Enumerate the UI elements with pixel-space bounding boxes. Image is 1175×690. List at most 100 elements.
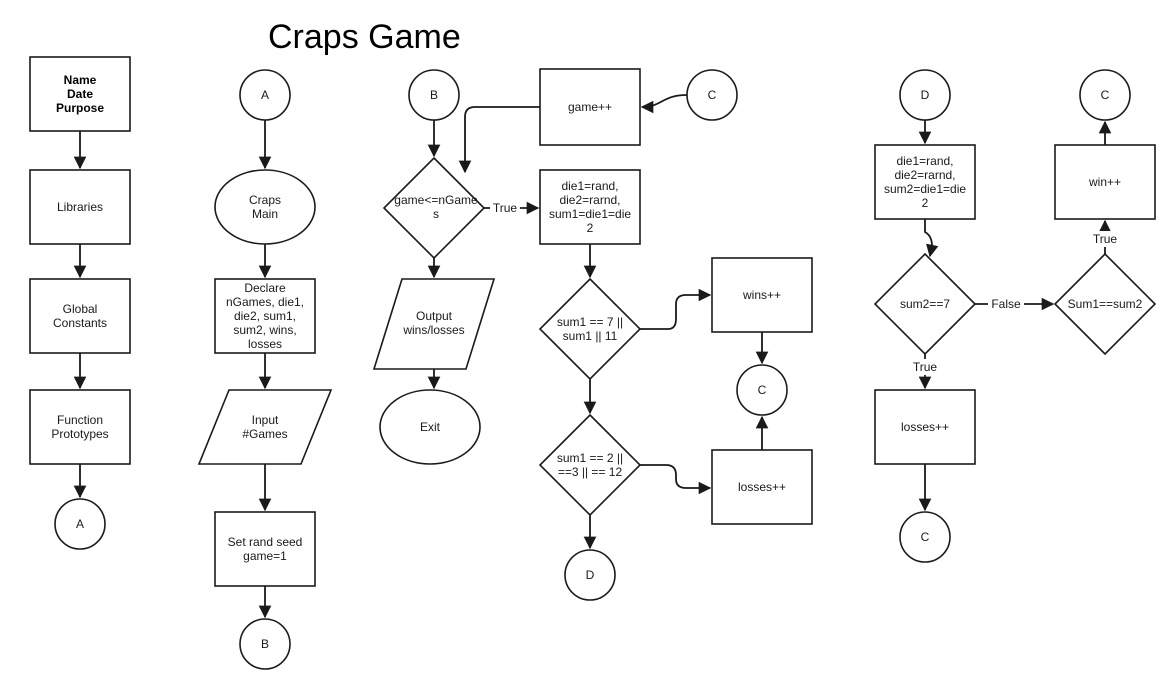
edge-c-to-game-inc [640, 94, 688, 114]
label-line: wins++ [742, 288, 781, 302]
label-line: Sum1==sum2 [1068, 297, 1143, 311]
label-line: die2=rarnd, [894, 168, 955, 182]
label-line: Function [57, 413, 103, 427]
label-line: sum2, wins, [233, 323, 296, 337]
label-line: wins/losses [402, 323, 464, 337]
node-input-games-label: Input#Games [242, 413, 287, 441]
label-line: Input [252, 413, 279, 427]
connector-c-top: C [686, 69, 738, 121]
edge-game-inc-to-loop-check [458, 106, 540, 174]
node-libraries: Libraries [29, 169, 131, 245]
node-win-inc-label: win++ [1088, 175, 1121, 189]
label-line: die1=rand, [561, 179, 618, 193]
label-line: Global [63, 302, 98, 316]
node-losses-inc2-label: losses++ [901, 420, 949, 434]
node-game-inc: game++ [539, 68, 641, 146]
label-line: C [921, 530, 930, 544]
connector-c-bottom-label: C [921, 530, 930, 544]
node-check-lose-label: sum1 == 2 ||==3 || == 12 [557, 451, 623, 479]
label-line: game<=nGame [394, 193, 478, 207]
edge-check-lose-to-losses [640, 464, 712, 495]
node-losses-inc2: losses++ [874, 389, 976, 465]
edge-label-false-sum2: False [991, 297, 1021, 311]
label-line: B [261, 637, 269, 651]
label-line: nGames, die1, [226, 295, 304, 309]
label-line: B [430, 88, 438, 102]
label-line: sum1 == 7 || [557, 315, 623, 329]
label-line: 2 [587, 221, 594, 235]
connector-c-right: C [1079, 69, 1131, 121]
label-line: Purpose [56, 101, 104, 115]
connector-c-mid: C [736, 364, 788, 416]
label-line: losses++ [901, 420, 949, 434]
label-line: C [758, 383, 767, 397]
label-line: game++ [568, 100, 612, 114]
connector-c-mid-label: C [758, 383, 767, 397]
label-line: Date [67, 87, 93, 101]
node-exit-label: Exit [420, 420, 441, 434]
label-line: sum1=die1=die [549, 207, 631, 221]
connector-b-col3: B [408, 69, 460, 121]
label-line: sum1 == 2 || [557, 451, 623, 465]
label-line: Output [416, 309, 453, 323]
label-line: Craps [249, 193, 281, 207]
label-line: Set rand seed [228, 535, 303, 549]
label-line: ==3 || == 12 [558, 465, 623, 479]
connector-a-col1: A [54, 498, 106, 550]
connector-d-col6: D [899, 69, 951, 121]
label-line: Declare [244, 281, 286, 295]
node-check-win-label: sum1 == 7 ||sum1 || 11 [557, 315, 623, 343]
edge-label-true-loop: True [493, 201, 518, 215]
label-line: losses [248, 337, 282, 351]
edge-check-win-to-wins [640, 288, 712, 330]
diagram-title: Craps Game [268, 18, 461, 56]
connector-c-bottom: C [899, 511, 951, 563]
label-line: die1=rand, [896, 154, 953, 168]
label-line: 2 [922, 196, 929, 210]
node-win-inc: win++ [1054, 144, 1156, 220]
node-losses-inc-label: losses++ [738, 480, 786, 494]
connector-b-col2-label: B [261, 637, 269, 651]
label-line: die2=rarnd, [559, 193, 620, 207]
node-sum2-eq7: sum2==7 [873, 252, 977, 356]
connector-b-col2: B [239, 618, 291, 670]
connector-a-col1-label: A [76, 517, 84, 531]
label-line: Libraries [57, 200, 103, 214]
node-check-lose: sum1 == 2 ||==3 || == 12 [538, 413, 642, 517]
label-line: sum2=die1=die [884, 182, 966, 196]
node-wins-inc-label: wins++ [742, 288, 781, 302]
edge-roll2-to-sum2 [924, 219, 939, 258]
connector-c-top-label: C [708, 88, 717, 102]
label-line: Main [252, 207, 278, 221]
label-line: C [1101, 88, 1110, 102]
connector-b-col3-label: B [430, 88, 438, 102]
edge-label-true-sum2: True [913, 360, 938, 374]
label-line: A [76, 517, 84, 531]
label-line: A [261, 88, 269, 102]
label-line: game=1 [243, 549, 287, 563]
node-input-games: Input#Games [197, 389, 333, 465]
node-sum1-eq-sum2: Sum1==sum2 [1053, 252, 1157, 356]
label-line: D [586, 568, 595, 582]
label-line: losses++ [738, 480, 786, 494]
connector-d-col4: D [564, 549, 616, 601]
label-line: die2, sum1, [234, 309, 296, 323]
